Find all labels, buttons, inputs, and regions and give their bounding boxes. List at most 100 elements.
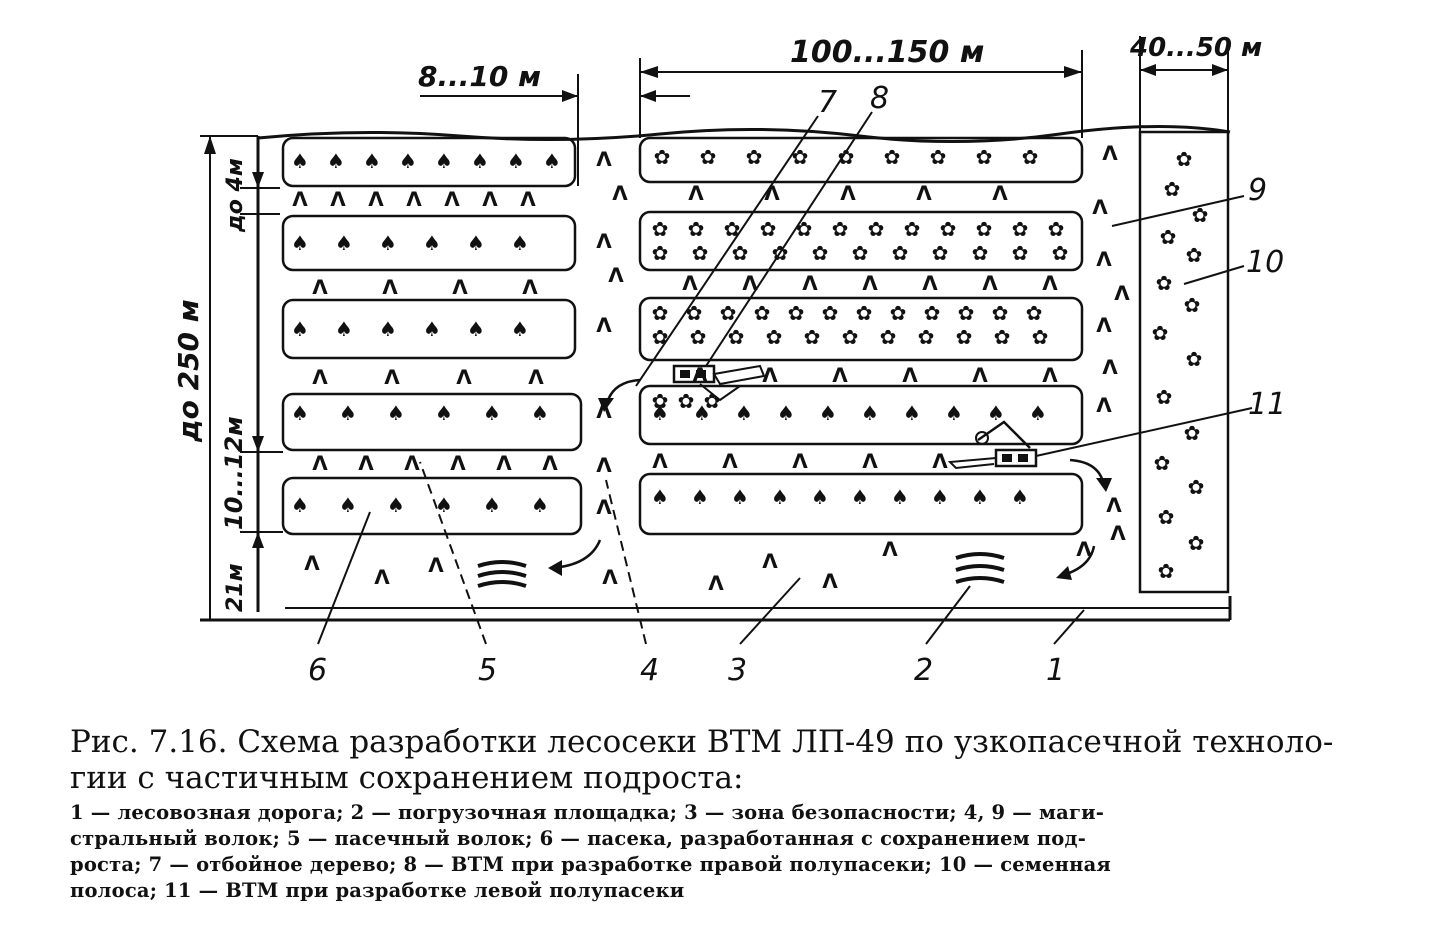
crown-symbol: ✿ bbox=[788, 301, 805, 325]
young-growth-symbol: ᐱ bbox=[452, 275, 468, 299]
crown-symbol: ✿ bbox=[746, 145, 763, 169]
forest-edge-line bbox=[257, 124, 1231, 144]
young-growth-symbol: ᐱ bbox=[520, 187, 536, 211]
tree-symbol: ♠ bbox=[777, 401, 795, 425]
right-strip bbox=[638, 384, 1084, 446]
crown-symbol: ✿ bbox=[652, 241, 669, 265]
arrow-head bbox=[1064, 66, 1082, 78]
crown-symbol: ✿ bbox=[692, 241, 709, 265]
young-growth-symbol: ᐱ bbox=[932, 449, 948, 473]
tree-symbol: ♠ bbox=[467, 317, 485, 341]
young-growth-symbol: ᐱ bbox=[762, 363, 778, 387]
tree-symbol: ♠ bbox=[339, 401, 357, 425]
young-growth-symbol: ᐱ bbox=[982, 271, 998, 295]
label-9: 9 bbox=[1248, 173, 1267, 208]
crown-symbol: ✿ bbox=[1026, 301, 1043, 325]
young-growth-symbol: ᐱ bbox=[1106, 493, 1122, 517]
young-growth-symbol: ᐱ bbox=[652, 449, 668, 473]
young-growth-symbol: ᐱ bbox=[542, 451, 558, 475]
tree-symbol: ♠ bbox=[931, 485, 949, 509]
loading-pile-left bbox=[477, 560, 527, 588]
crown-symbol: ✿ bbox=[904, 217, 921, 241]
crown-symbol: ✿ bbox=[1052, 241, 1069, 265]
young-growth-symbol: ᐱ bbox=[596, 313, 612, 337]
crown-symbol: ✿ bbox=[700, 145, 717, 169]
young-growth-symbol: ᐱ bbox=[312, 275, 328, 299]
label-4: 4 bbox=[640, 653, 659, 688]
crown-symbol: ✿ bbox=[720, 301, 737, 325]
crown-symbol: ✿ bbox=[812, 241, 829, 265]
left-strip bbox=[281, 298, 577, 360]
crown-symbol: ✿ bbox=[1158, 559, 1175, 583]
crown-symbol: ✿ bbox=[1048, 217, 1065, 241]
label-8: 8 bbox=[870, 81, 889, 116]
young-growth-symbol: ᐱ bbox=[1076, 537, 1092, 561]
label-11: 11 bbox=[1248, 387, 1286, 422]
tree-symbol: ♠ bbox=[291, 317, 309, 341]
young-growth-symbol: ᐱ bbox=[602, 565, 618, 589]
young-growth-symbol: ᐱ bbox=[312, 451, 328, 475]
caption-title-line: гии с частичным сохранением подроста: bbox=[70, 760, 744, 796]
young-growth-symbol: ᐱ bbox=[596, 229, 612, 253]
tree-symbol: ♠ bbox=[511, 317, 529, 341]
crown-symbol: ✿ bbox=[1158, 505, 1175, 529]
tree-symbol: ♠ bbox=[861, 401, 879, 425]
young-growth-symbol: ᐱ bbox=[596, 495, 612, 519]
crown-symbol: ✿ bbox=[890, 301, 907, 325]
young-growth-symbol: ᐱ bbox=[428, 553, 444, 577]
young-growth-symbol: ᐱ bbox=[482, 187, 498, 211]
crown-symbol: ✿ bbox=[796, 217, 813, 241]
crown-symbol: ✿ bbox=[856, 301, 873, 325]
tree-symbol: ♠ bbox=[903, 401, 921, 425]
tree-symbol: ♠ bbox=[335, 231, 353, 255]
young-growth-symbol: ᐱ bbox=[596, 147, 612, 171]
crown-symbol: ✿ bbox=[1184, 293, 1201, 317]
crown-symbol: ✿ bbox=[918, 325, 935, 349]
crown-symbol: ✿ bbox=[804, 325, 821, 349]
tree-symbol: ♠ bbox=[971, 485, 989, 509]
crown-symbol: ✿ bbox=[728, 325, 745, 349]
young-growth-symbol: ᐱ bbox=[916, 181, 932, 205]
young-growth-symbol: ᐱ bbox=[608, 263, 624, 287]
crown-symbol: ✿ bbox=[652, 325, 669, 349]
leader-line-5 bbox=[419, 461, 487, 645]
crown-symbol: ✿ bbox=[1188, 531, 1205, 555]
young-growth-symbol: ᐱ bbox=[596, 453, 612, 477]
dim-label-safety-zone: 21м bbox=[223, 563, 248, 612]
arrow-head bbox=[252, 532, 264, 548]
crown-symbol: ✿ bbox=[1188, 475, 1205, 499]
crown-symbol: ✿ bbox=[822, 301, 839, 325]
left-strip bbox=[281, 392, 583, 452]
tree-symbol: ♠ bbox=[891, 485, 909, 509]
young-growth-symbol: ᐱ bbox=[404, 451, 420, 475]
tree-symbol: ♠ bbox=[363, 149, 381, 173]
movement-arrow bbox=[1069, 458, 1106, 487]
crown-symbol: ✿ bbox=[852, 241, 869, 265]
caption-title-line: Рис. 7.16. Схема разработки лесосеки ВТМ… bbox=[70, 724, 1334, 760]
tree-symbol: ♠ bbox=[291, 401, 309, 425]
leader-line-11 bbox=[1035, 407, 1253, 457]
tree-symbol: ♠ bbox=[291, 493, 309, 517]
crown-symbol: ✿ bbox=[652, 301, 669, 325]
crown-symbol: ✿ bbox=[652, 217, 669, 241]
crown-symbol: ✿ bbox=[1164, 177, 1181, 201]
arrow-head bbox=[1056, 566, 1072, 580]
young-growth-symbol: ᐱ bbox=[1092, 195, 1108, 219]
crown-symbol: ✿ bbox=[932, 241, 949, 265]
young-growth-symbol: ᐱ bbox=[358, 451, 374, 475]
crown-symbol: ✿ bbox=[924, 301, 941, 325]
dim-label-strip-width: 10...12м bbox=[220, 416, 248, 530]
arrow-head bbox=[252, 172, 264, 188]
tree-symbol: ♠ bbox=[945, 401, 963, 425]
young-growth-symbol: ᐱ bbox=[304, 551, 320, 575]
young-growth-symbol: ᐱ bbox=[312, 365, 328, 389]
crown-symbol: ✿ bbox=[732, 241, 749, 265]
label-3: 3 bbox=[728, 653, 747, 688]
arrow-head bbox=[204, 136, 216, 154]
crown-symbol: ✿ bbox=[868, 217, 885, 241]
arrow-head bbox=[598, 398, 614, 412]
young-growth-symbol: ᐱ bbox=[1102, 141, 1118, 165]
arrow-head bbox=[1212, 64, 1228, 76]
tree-symbol: ♠ bbox=[651, 485, 669, 509]
